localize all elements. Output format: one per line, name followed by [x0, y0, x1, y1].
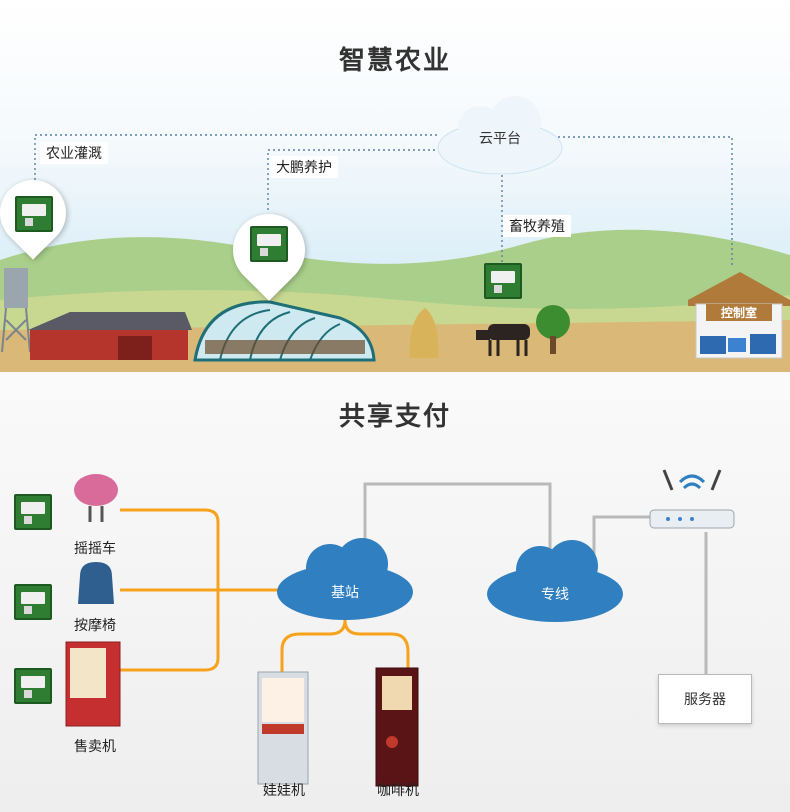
smart-agriculture-panel: 智慧农业 云平台 农业灌溉 大鹏养护 畜牧养殖 控制室 [0, 0, 790, 372]
shared-payment-panel: 共享支付 [0, 372, 790, 812]
cloud-platform-label: 云平台 [479, 131, 521, 147]
agri-scene [0, 96, 790, 372]
coffee-machine-icon [375, 667, 419, 787]
server-label: 服务器 [684, 692, 726, 708]
water-tower [1, 268, 31, 353]
irrigation-module-icon [15, 196, 53, 232]
kiddie-ride-icon [74, 474, 118, 522]
massage-chair-icon [78, 562, 114, 604]
vending-machine-icon [65, 641, 121, 727]
router-icon [649, 469, 735, 529]
greenhouse-label: 大鹏养护 [270, 156, 338, 178]
pay-title: 共享支付 [338, 402, 451, 432]
agri-title: 智慧农业 [338, 46, 451, 76]
device-label-vending: 售卖机 [74, 739, 116, 755]
ride-module-icon [14, 494, 52, 530]
tree [536, 305, 570, 354]
payment-network [65, 469, 735, 787]
livestock-module-icon [484, 263, 522, 299]
claw-machine-icon [257, 671, 309, 785]
livestock-label: 畜牧养殖 [503, 215, 571, 237]
irrigation-label: 农业灌溉 [40, 142, 108, 164]
greenhouse-module-icon [250, 226, 288, 262]
vending-module-icon [14, 668, 52, 704]
cloud-platform-shape [437, 96, 563, 175]
station-cloud-shape [277, 538, 413, 620]
device-label-coffee: 咖啡机 [377, 783, 419, 799]
device-label-chair: 按摩椅 [74, 618, 116, 634]
chair-module-icon [14, 584, 52, 620]
control-room-label: 控制室 [706, 304, 772, 321]
server-box: 服务器 [658, 674, 752, 724]
device-label-ride: 摇摇车 [74, 541, 116, 557]
device-label-claw: 娃娃机 [263, 783, 305, 799]
line-cloud-shape [487, 540, 623, 622]
cloud-links [34, 134, 733, 268]
greenhouse [193, 300, 376, 362]
barn [28, 312, 192, 360]
line-label: 专线 [541, 587, 569, 603]
station-label: 基站 [331, 585, 359, 601]
haystack [409, 308, 439, 358]
cow [476, 324, 530, 356]
